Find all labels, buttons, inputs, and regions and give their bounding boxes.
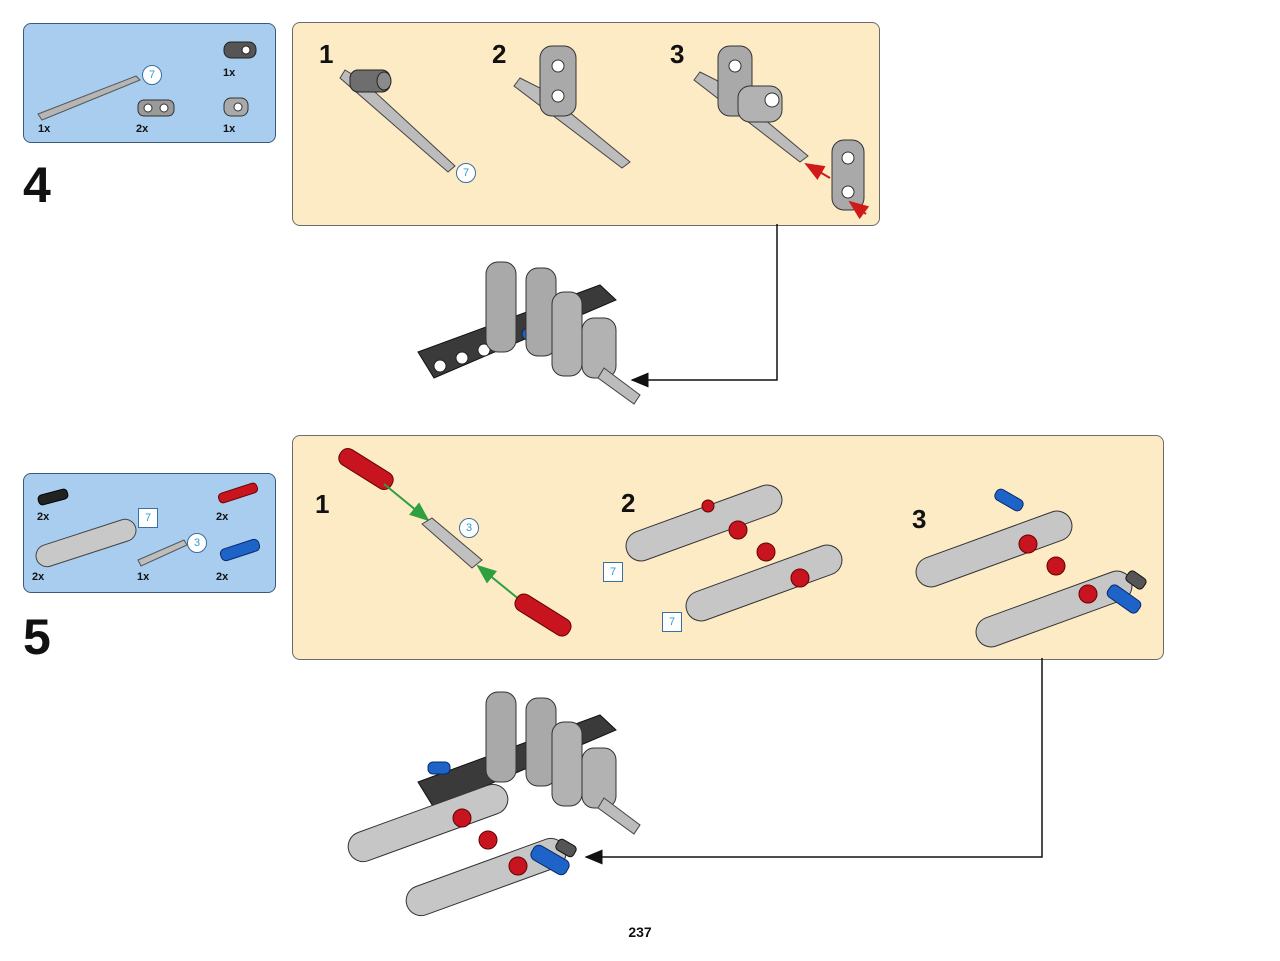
step5-parts-illustration	[35, 482, 261, 568]
part-qty: 2x	[216, 571, 229, 583]
cross-block-icon	[137, 99, 175, 117]
step4-parts-illustration	[37, 41, 257, 121]
substep-number: 1	[319, 39, 334, 69]
substep-number: 2	[621, 488, 636, 518]
part-qty: 2x	[32, 571, 45, 583]
beam-length-badge: 7	[603, 562, 623, 582]
step-number: 4	[23, 157, 51, 213]
step5-sub2-drawing	[625, 484, 843, 622]
beam-length-badge: 7	[662, 612, 682, 632]
axle-length-badge: 3	[187, 533, 207, 553]
connector-icon	[223, 97, 249, 117]
axle-length-badge: 3	[459, 518, 479, 538]
step4-parts-box: 7 1x 2x 1x 1x	[23, 23, 276, 143]
step5-result-assembly	[347, 691, 641, 917]
substep-number: 3	[912, 504, 927, 534]
step4-sub2-drawing	[513, 45, 631, 169]
page-number: 237	[628, 924, 652, 940]
part-qty: 2x	[216, 511, 229, 523]
substep-number: 3	[670, 39, 685, 69]
part-qty: 2x	[37, 511, 50, 523]
part-qty: 2x	[136, 123, 149, 135]
substep-number: 1	[315, 489, 330, 519]
blue-axle-pin-icon	[219, 538, 261, 562]
axle-pin-connector-icon	[223, 41, 257, 59]
callout-arrow	[630, 224, 778, 388]
part-qty: 1x	[223, 67, 236, 79]
step4-sub3-drawing	[693, 45, 870, 220]
part-qty: 1x	[137, 571, 150, 583]
axle-length-badge: 7	[456, 163, 476, 183]
beam-length-badge: 7	[138, 508, 158, 528]
part-qty: 1x	[223, 123, 236, 135]
step5-sub3-drawing	[915, 488, 1147, 648]
part-qty: 1x	[38, 123, 51, 135]
step4-substep-panel: 1 2 3 7	[292, 22, 880, 226]
step4-result-assembly	[417, 261, 641, 405]
friction-pin-icon	[37, 488, 69, 506]
callout-arrow	[584, 658, 1043, 865]
step-number: 5	[23, 609, 51, 665]
axle-length-badge: 7	[142, 65, 162, 85]
substep-number: 2	[492, 39, 507, 69]
step5-parts-box: 7 3 2x 2x 2x 1x 2x	[23, 473, 276, 593]
step4-sub1-drawing	[339, 69, 456, 173]
step5-sub1-drawing	[338, 447, 572, 637]
axle-icon	[37, 75, 141, 121]
red-axle-pin-icon	[217, 482, 259, 504]
beam-icon	[35, 518, 137, 568]
